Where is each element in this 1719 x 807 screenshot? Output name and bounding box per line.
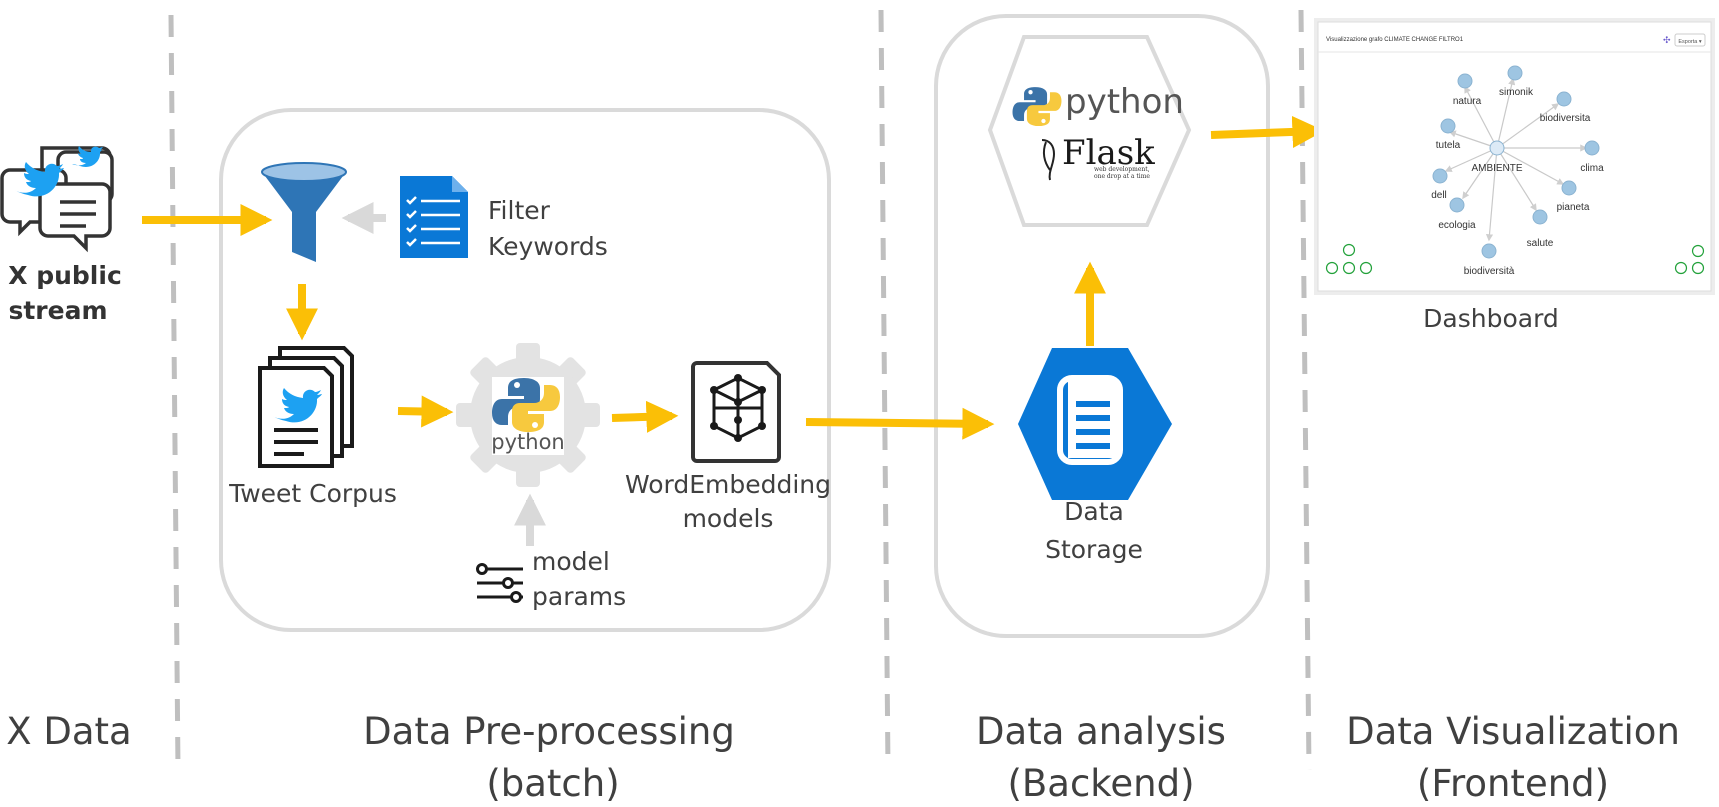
graph-node-label: natura xyxy=(1453,96,1482,107)
graph-nodes xyxy=(1432,65,1600,259)
section-x-data: X Data xyxy=(6,710,131,753)
arrow-processor-to-models xyxy=(611,400,679,433)
filter-label-line2: Keywords xyxy=(488,232,608,261)
corpus-label: Tweet Corpus xyxy=(228,479,397,508)
arrow-corpus-to-processor xyxy=(397,395,454,428)
model-document-icon xyxy=(691,361,781,463)
params-label-line2: params xyxy=(532,582,626,611)
filter-label-line1: Filter xyxy=(488,196,551,225)
flask-tagline-line2: one drop at a time xyxy=(1094,173,1150,180)
move-icon: ✣ xyxy=(1663,36,1671,46)
graph-node-label: ecologia xyxy=(1438,220,1476,231)
graph-center-node-label: AMBIENTE xyxy=(1471,163,1522,174)
python-logo-icon xyxy=(492,378,560,432)
arrow-models-to-storage xyxy=(805,407,995,440)
source-label-line1: X public xyxy=(8,261,122,290)
funnel-icon xyxy=(261,162,347,262)
dashboard-label: Dashboard xyxy=(1423,304,1559,333)
params-label-line1: model xyxy=(532,547,610,576)
export-button[interactable] xyxy=(1674,33,1706,47)
dashboard-thumbnail: Visualizzazione grafo CLIMATE CHANGE FIL… xyxy=(1314,18,1715,295)
section-analysis-line1: Data analysis xyxy=(976,710,1226,753)
source-label-line2: stream xyxy=(8,296,107,325)
zoom-controls-right[interactable] xyxy=(1674,244,1705,275)
backend-python-text: python xyxy=(1065,82,1184,122)
models-label-line2: models xyxy=(683,504,774,533)
section-visualization-line2: (Frontend) xyxy=(1417,762,1609,805)
graph-node-label: biodiversità xyxy=(1464,266,1515,277)
flask-logo-text: Flask xyxy=(1062,133,1155,173)
graph-node-label: clima xyxy=(1580,163,1604,174)
checklist-icon xyxy=(400,176,468,258)
zoom-controls-left[interactable] xyxy=(1325,243,1373,275)
storage-label-line1: Data xyxy=(1064,497,1124,526)
models-label-line1: WordEmbedding xyxy=(625,470,831,499)
backend-hexagon xyxy=(987,35,1192,227)
arrow-backend-to-dashboard xyxy=(1210,115,1325,148)
graph-node-label: simonik xyxy=(1499,87,1534,98)
graph-node-label: biodiversita xyxy=(1540,113,1591,124)
graph-node-label: dell xyxy=(1431,190,1447,201)
graph-node-label: salute xyxy=(1527,238,1554,249)
backend-python-logo-icon xyxy=(1012,87,1062,127)
bird-icon xyxy=(14,146,103,197)
section-visualization-line1: Data Visualization xyxy=(1346,710,1680,753)
section-preprocessing-line1: Data Pre-processing xyxy=(363,710,735,753)
flask-horn-icon xyxy=(1041,139,1056,181)
graph-node-label: pianeta xyxy=(1557,202,1590,213)
section-preprocessing-line2: (batch) xyxy=(486,762,619,805)
graph-node-label: tutela xyxy=(1436,140,1461,151)
graph-edges xyxy=(1444,77,1588,242)
dashboard-title: Visualizzazione grafo CLIMATE CHANGE FIL… xyxy=(1326,37,1464,43)
storage-label-line2: Storage xyxy=(1045,535,1143,564)
storage-icon xyxy=(1018,348,1172,500)
corpus-bird-icon xyxy=(272,388,322,423)
section-analysis-line2: (Backend) xyxy=(1007,762,1194,805)
export-button-label: Esporta ▾ xyxy=(1678,39,1701,45)
flask-tagline-line1: web development, xyxy=(1094,166,1150,173)
preprocessing-container xyxy=(219,108,831,632)
sliders-icon xyxy=(476,563,523,603)
backend-container xyxy=(934,14,1270,638)
processor-python-text: python xyxy=(491,430,564,454)
